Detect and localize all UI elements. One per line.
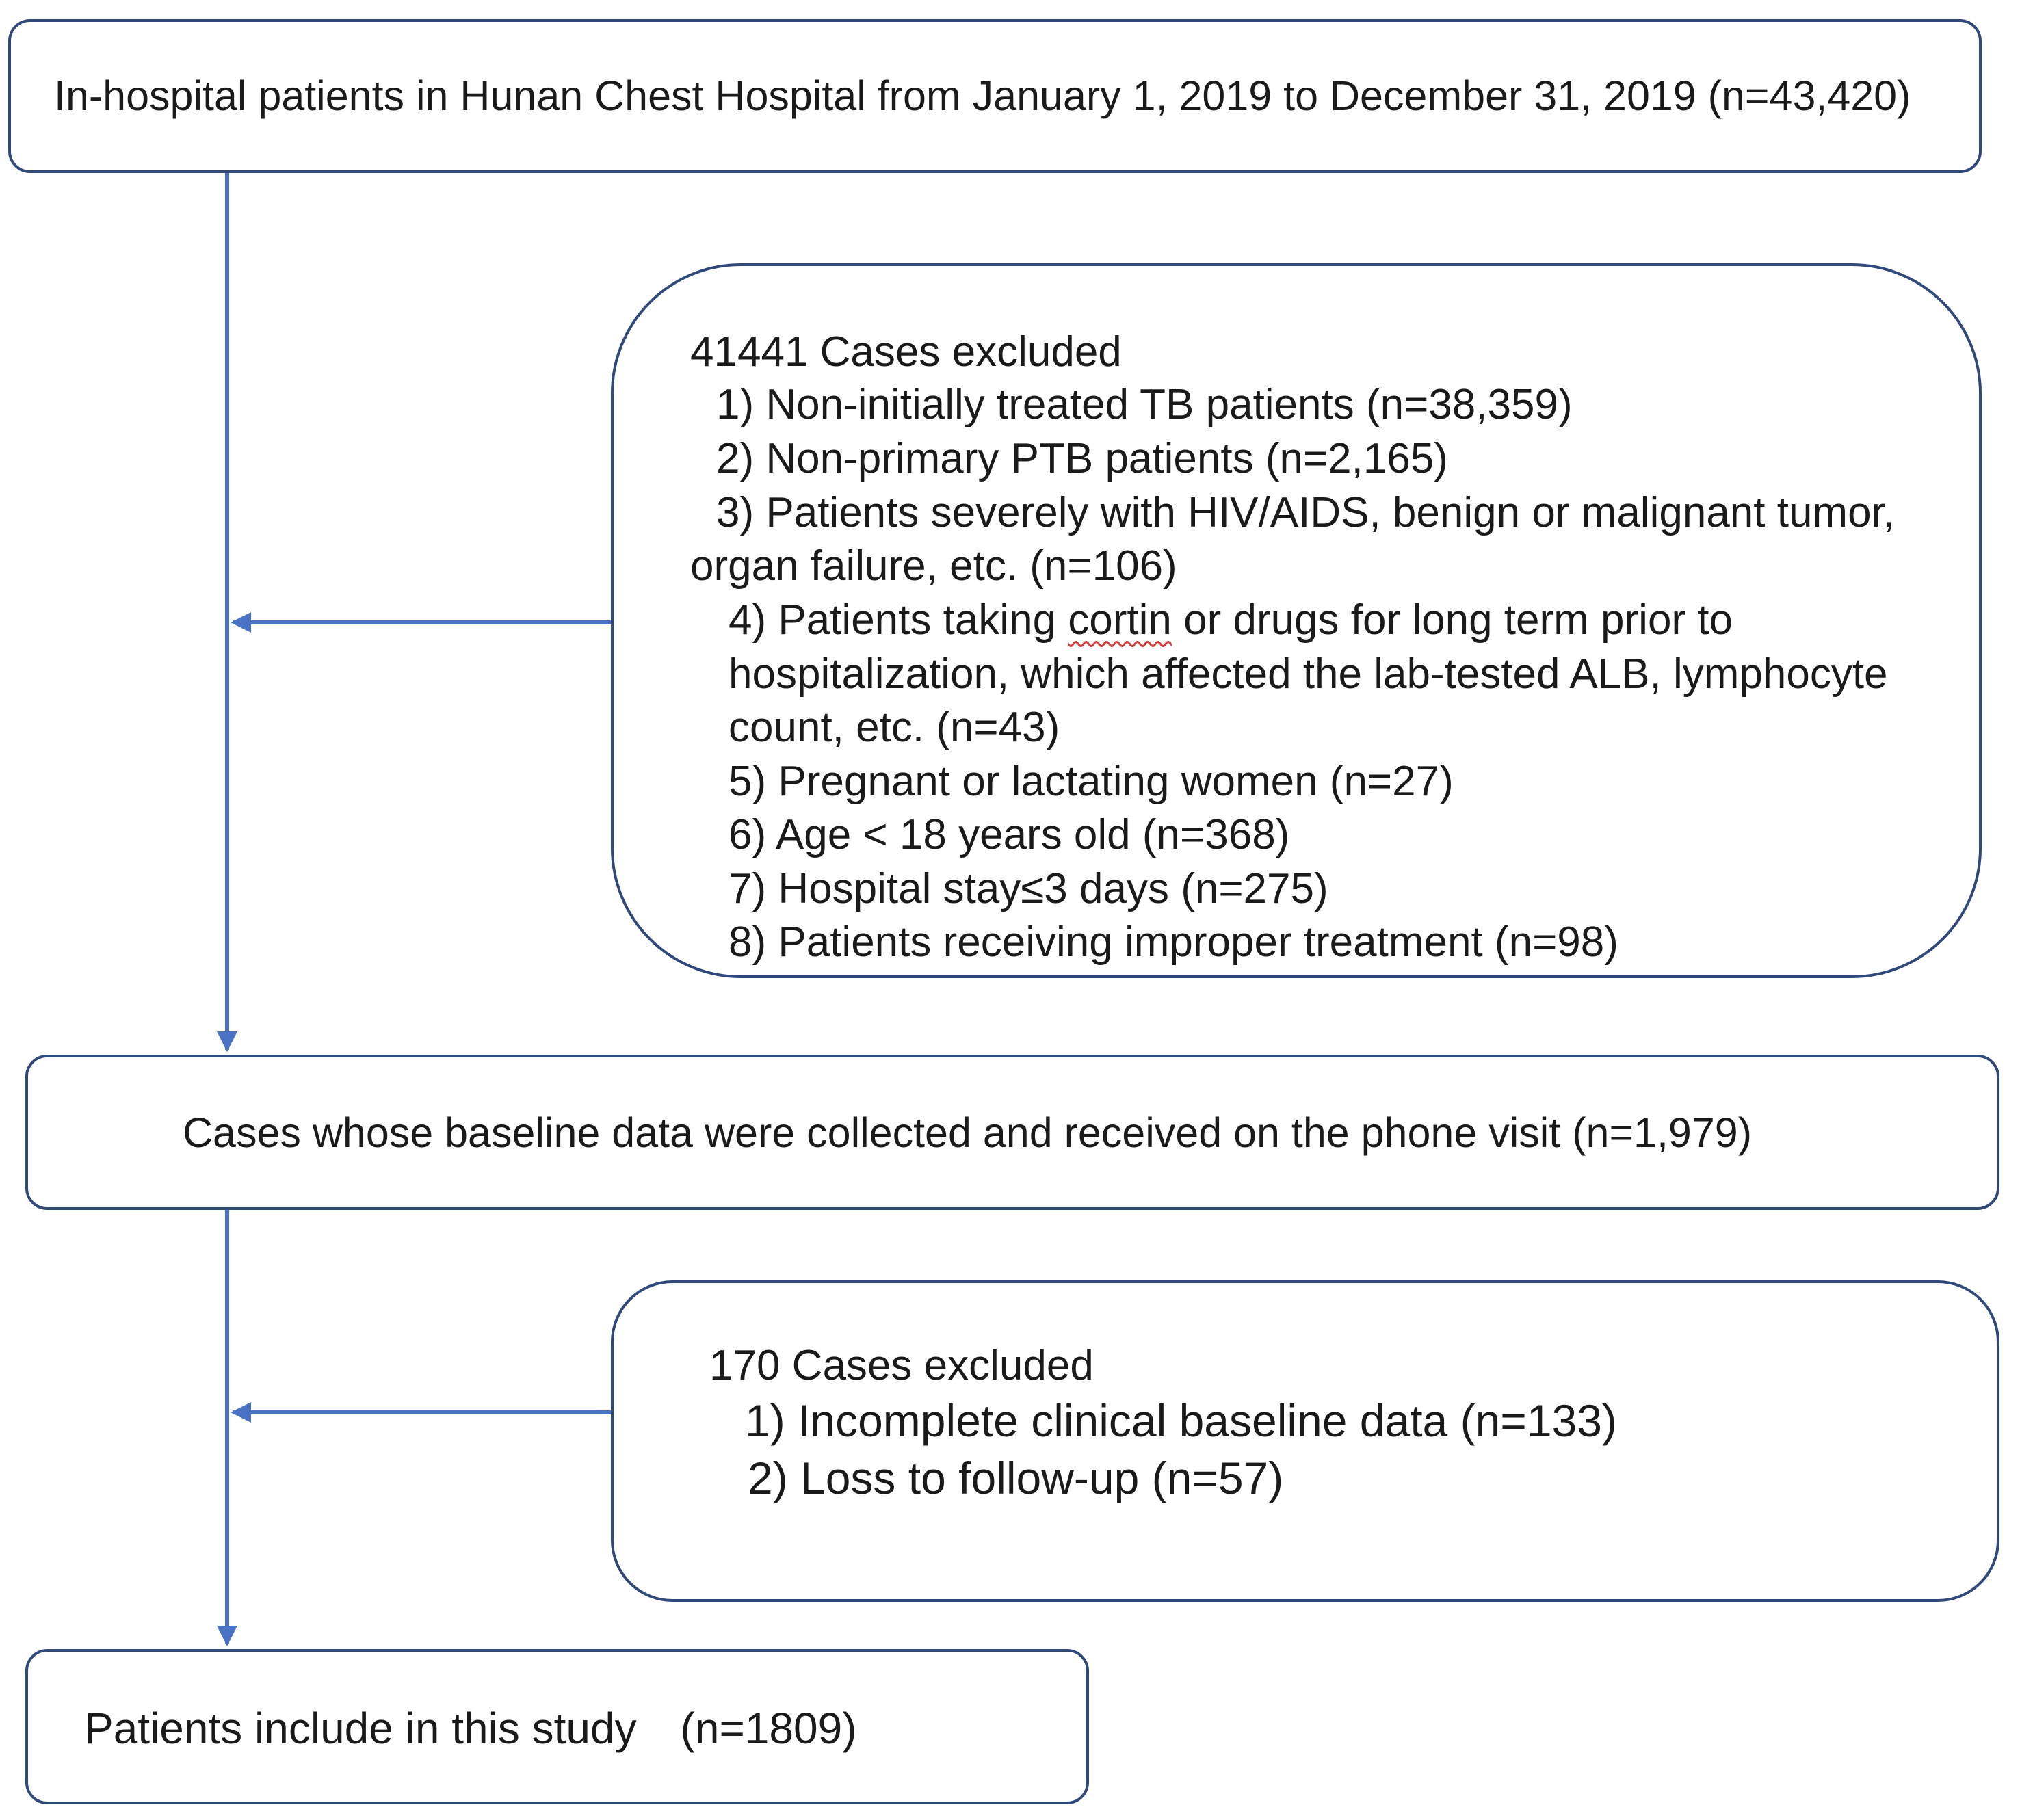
bottom-box: Patients include in this study (n=1809) xyxy=(25,1649,1089,1804)
middle-box-text: Cases whose baseline data were collected… xyxy=(183,1109,1753,1156)
exclusion-1-item: 6) Age < 18 years old (n=368) xyxy=(729,811,1290,858)
top-box-text: In-hospital patients in Hunan Chest Hosp… xyxy=(54,72,1911,119)
exclusion-1-item: 3) Patients severely with HIV/AIDS, beni… xyxy=(716,489,1896,536)
exclusion-2-heading: 170 Cases excluded xyxy=(709,1342,1094,1389)
exclusion-1-item: count, etc. (n=43) xyxy=(729,704,1060,751)
exclusion-1-heading: 41441 Cases excluded xyxy=(690,328,1122,375)
exclusion-1-item: 8) Patients receiving improper treatment… xyxy=(729,919,1618,966)
exclusion-2-item: 1) Incomplete clinical baseline data (n=… xyxy=(745,1395,1617,1446)
exclusion-1-item: hospitalization, which affected the lab-… xyxy=(729,650,1888,698)
exclusion-box-1: 41441 Cases excluded 1) Non-initially tr… xyxy=(611,263,1982,978)
middle-box: Cases whose baseline data were collected… xyxy=(25,1055,1999,1210)
exclusion-1-item: 5) Pregnant or lactating women (n=27) xyxy=(729,758,1454,805)
top-box: In-hospital patients in Hunan Chest Hosp… xyxy=(8,19,1982,173)
exclusion-1-item-post: or drugs for long term prior to xyxy=(1171,596,1733,644)
exclusion-box-2: 170 Cases excluded 1) Incomplete clinica… xyxy=(611,1280,1999,1602)
exclusion-1-item: organ failure, etc. (n=106) xyxy=(690,542,1177,590)
exclusion-1-item: 4) Patients taking cortin or drugs for l… xyxy=(729,599,1733,642)
exclusion-1-item: 7) Hospital stay≤3 days (n=275) xyxy=(729,865,1328,912)
exclusion-1-item-pre: 4) Patients taking xyxy=(729,596,1068,644)
bottom-box-text: Patients include in this study (n=1809) xyxy=(84,1704,857,1753)
exclusion-1-item: 1) Non-initially treated TB patients (n=… xyxy=(716,381,1573,428)
exclusion-1-item: 2) Non-primary PTB patients (n=2,165) xyxy=(716,435,1448,482)
spellcheck-underlined-word: cortin xyxy=(1068,596,1172,644)
exclusion-2-item: 2) Loss to follow-up (n=57) xyxy=(748,1453,1284,1503)
